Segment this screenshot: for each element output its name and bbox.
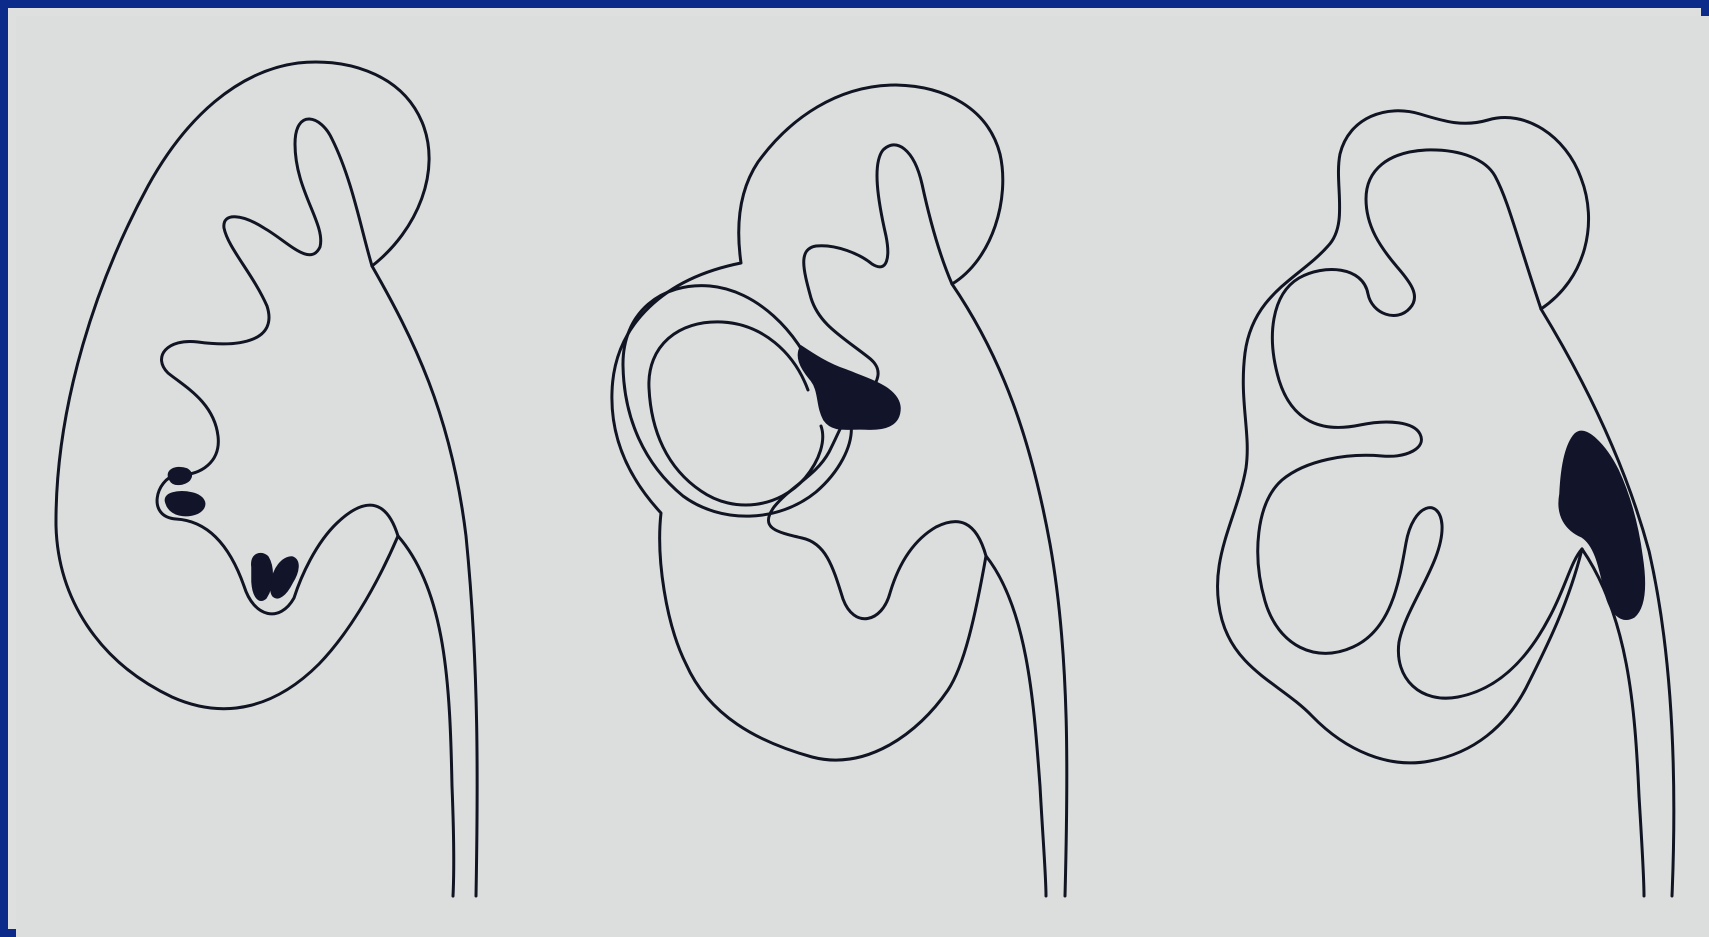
stone-left-2	[165, 492, 204, 516]
stone-left-1	[168, 468, 191, 485]
paper-background	[16, 16, 1709, 937]
figure-stage	[16, 16, 1709, 937]
kidney-diagram-canvas	[16, 16, 1709, 937]
stone-left-3	[252, 554, 273, 601]
